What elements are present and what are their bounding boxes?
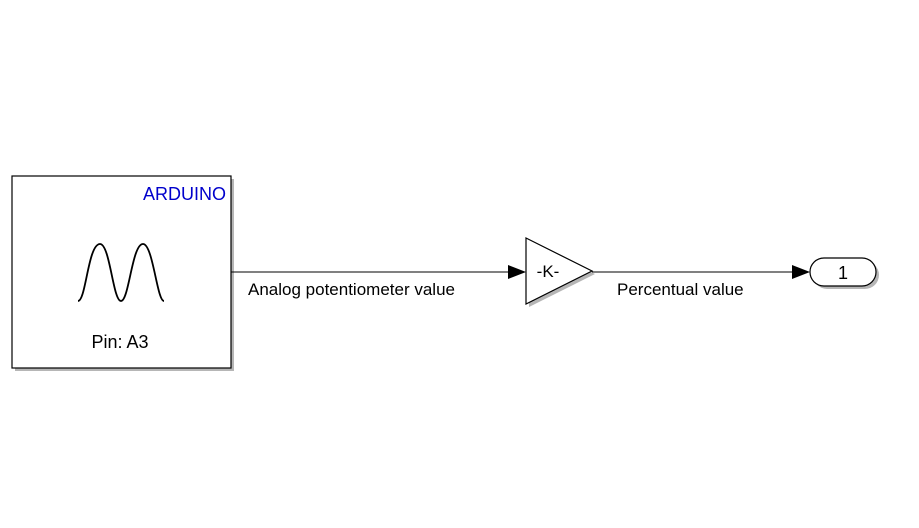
outport-label: 1: [838, 263, 848, 283]
gain-triangle: [525, 237, 594, 305]
block-frame: [11, 175, 232, 369]
outport-frame: [809, 257, 877, 287]
gain-block[interactable]: -K-: [525, 237, 595, 307]
outport-block[interactable]: 1: [809, 257, 879, 289]
gain-label: -K-: [537, 262, 560, 281]
signal-line-analog[interactable]: [231, 265, 526, 279]
signal-line-percentual[interactable]: [592, 265, 810, 279]
signal-label-percentual[interactable]: Percentual value: [617, 280, 744, 299]
arduino-brand-label: ARDUINO: [143, 184, 226, 204]
arduino-analog-input-block[interactable]: ARDUINO Pin: A3: [11, 175, 234, 371]
arrowhead-icon: [792, 265, 810, 279]
arrowhead-icon: [508, 265, 526, 279]
pin-label: Pin: A3: [91, 332, 148, 352]
analog-waveform-icon: [77, 243, 165, 302]
signal-label-analog[interactable]: Analog potentiometer value: [248, 280, 455, 299]
